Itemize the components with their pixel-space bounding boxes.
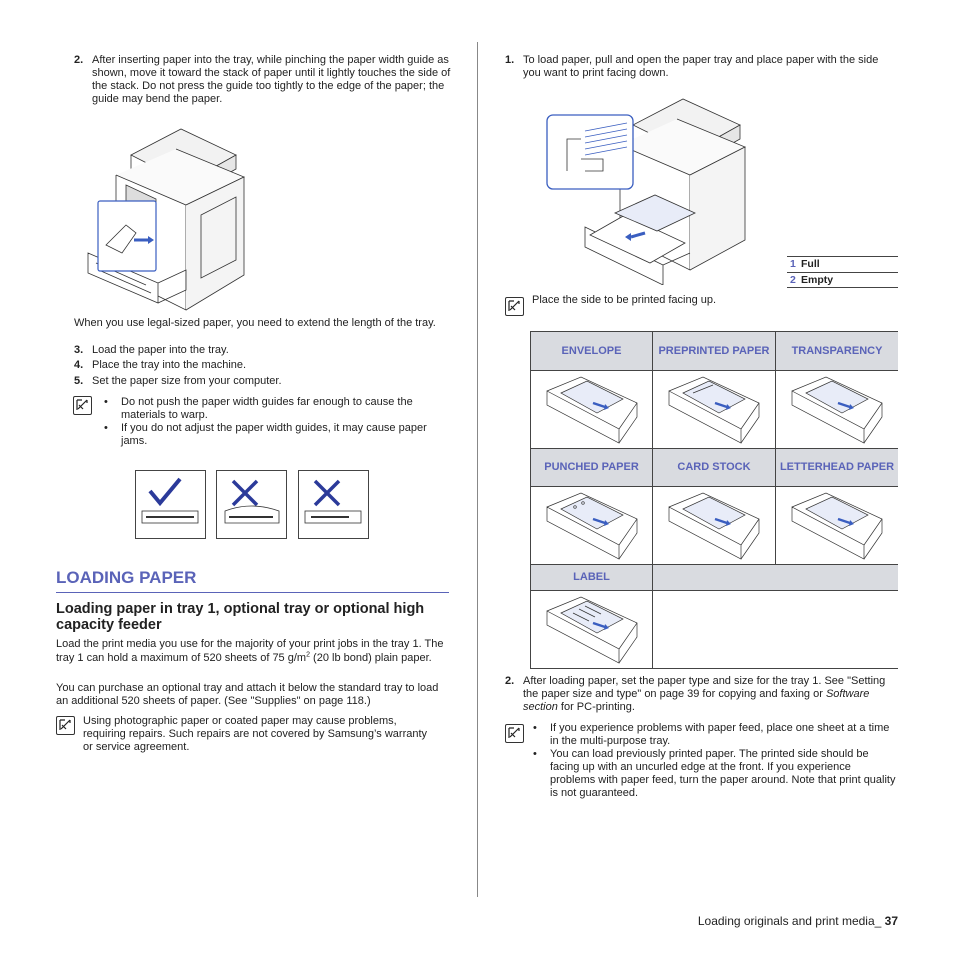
guide-correct-example — [135, 470, 206, 539]
guide-too-loose-example — [298, 470, 369, 539]
note-icon — [505, 724, 524, 743]
header-preprinted-paper: PREPRINTED PAPER — [653, 332, 776, 371]
printer-tray-guide-illustration — [86, 125, 248, 315]
legend-number: 1 — [790, 258, 796, 270]
bullet-marker: • — [533, 722, 537, 734]
note-icon — [73, 396, 92, 415]
legend-label: Full — [801, 258, 820, 270]
section-title-rule — [56, 592, 449, 593]
header-envelope: ENVELOPE — [531, 332, 653, 371]
subsection-title: Loading paper in tray 1, optional tray o… — [56, 601, 425, 633]
header-label: LABEL — [531, 565, 653, 591]
software-section-link: Software section — [523, 688, 870, 713]
legal-paper-note: When you use legal-sized paper, you need… — [74, 317, 436, 329]
step-1-text: To load paper, pull and open the paper t… — [523, 54, 879, 79]
guide-too-tight-example — [216, 470, 287, 539]
section-title: LOADING PAPER — [56, 568, 197, 587]
tray-punched-paper-image — [531, 487, 653, 565]
tray-envelope-image — [531, 371, 653, 449]
optional-tray-paragraph: You can purchase an optional tray and at… — [56, 682, 439, 707]
bullet-marker: • — [533, 748, 537, 760]
print-side-note: Place the side to be printed facing up. — [532, 294, 717, 306]
tray-preprinted-paper-image — [653, 371, 776, 449]
media-type-table: ENVELOPE PREPRINTED PAPER TRANSPARENCY P… — [530, 331, 898, 669]
footer-text: Loading originals and print media_ — [697, 914, 885, 928]
empty-cell — [653, 591, 898, 668]
step-number: 3. — [74, 344, 84, 356]
legend-row-full: 1 Full — [787, 256, 898, 272]
step-number: 5. — [74, 375, 84, 387]
note-bullet-printed-paper: You can load previously printed paper. T… — [550, 748, 896, 799]
step-number: 2. — [74, 54, 84, 66]
tray-card-stock-image — [653, 487, 776, 565]
tray-transparency-image — [776, 371, 898, 449]
column-divider — [477, 42, 478, 897]
step-4-text: Place the tray into the machine. — [92, 359, 247, 371]
page-number: 37 — [884, 914, 898, 928]
photo-paper-note: Using photographic paper or coated paper… — [83, 715, 428, 753]
tray-capacity-text: Load the print media you use for the maj… — [56, 638, 444, 664]
step-2-text-a: After loading paper, set the paper type … — [523, 675, 886, 700]
header-punched-paper: PUNCHED PAPER — [531, 449, 653, 487]
printer-load-paper-illustration — [545, 95, 750, 286]
step-3-text: Load the paper into the tray. — [92, 344, 229, 356]
page-footer: Loading originals and print media_ 37 — [698, 915, 898, 928]
tray-capacity-paragraph: Load the print media you use for the maj… — [56, 637, 451, 665]
step-5-text: Set the paper size from your computer. — [92, 375, 282, 387]
legend-row-empty: 2 Empty — [787, 272, 898, 288]
header-transparency: TRANSPARENCY — [776, 332, 898, 371]
step-2-text-b: for PC-printing. — [557, 701, 635, 713]
step-number: 1. — [505, 54, 515, 66]
note-icon — [56, 716, 75, 735]
tray-capacity-text-cont: (20 lb bond) plain paper. — [309, 652, 432, 664]
step-number: 4. — [74, 359, 84, 371]
bullet-marker: • — [104, 396, 108, 408]
fill-level-legend: 1 Full 2 Empty — [787, 256, 898, 288]
tray-label-image — [531, 591, 653, 668]
step-2-text: After inserting paper into the tray, whi… — [92, 54, 451, 105]
note-icon — [505, 297, 524, 316]
header-card-stock: CARD STOCK — [653, 449, 776, 487]
header-empty — [653, 565, 898, 591]
header-letterhead-paper: LETTERHEAD PAPER — [776, 449, 898, 487]
superscript-2: 2 — [306, 651, 310, 659]
step-2-settings-text: After loading paper, set the paper type … — [523, 675, 895, 714]
tray-letterhead-paper-image — [776, 487, 898, 565]
note-1-bullet-2: If you do not adjust the paper width gui… — [121, 422, 427, 447]
legend-label: Empty — [801, 274, 834, 286]
legend-number: 2 — [790, 274, 796, 286]
note-bullet-paper-feed: If you experience problems with paper fe… — [550, 722, 890, 747]
bullet-marker: • — [104, 422, 108, 434]
step-number: 2. — [505, 675, 515, 687]
note-1-bullet-1: Do not push the paper width guides far e… — [121, 396, 413, 421]
